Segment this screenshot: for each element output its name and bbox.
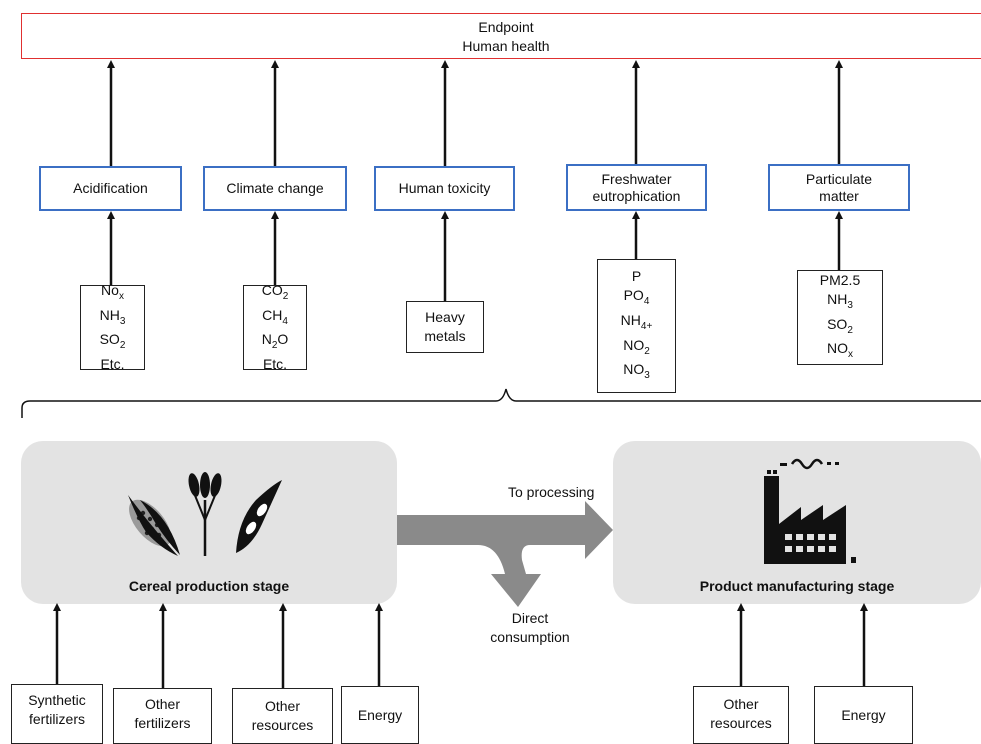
input-manufacturing-energy: Energy xyxy=(814,686,913,744)
arrows-to-endpoint xyxy=(107,60,843,166)
cereal-stage-box xyxy=(21,441,397,604)
substance-item: NH3 xyxy=(827,290,853,311)
flow-label-line: consumption xyxy=(490,629,570,645)
bean-pod-icon xyxy=(236,480,282,553)
input-synthetic-fertilizers: Synthetic fertilizers xyxy=(11,684,103,744)
cereal-stage-label: Cereal production stage xyxy=(128,578,290,594)
input-label: Other xyxy=(144,696,180,712)
input-other-resources: Other resources xyxy=(232,688,333,744)
substance-item: Heavy xyxy=(425,309,465,325)
input-manufacturing-other-resources: Other resources xyxy=(693,686,789,744)
substance-item: N2O xyxy=(261,331,289,352)
category-freshwater-eutrophication: Freshwater eutrophication xyxy=(566,164,707,211)
input-other-fertilizers: Other fertilizers xyxy=(113,688,212,744)
category-label: eutrophication xyxy=(592,187,681,204)
corn-icon xyxy=(128,495,180,556)
to-processing-label: To processing xyxy=(508,484,595,500)
input-label: fertilizers xyxy=(28,711,85,727)
input-label: Other xyxy=(723,696,759,712)
endpoint-box: Endpoint Human health xyxy=(21,13,981,59)
category-label: Particulate xyxy=(805,170,873,187)
direct-consumption-label: Direct consumption xyxy=(470,609,590,647)
substances-particulate-matter: PM2.5 NH3 SO2 NOx xyxy=(797,270,883,365)
input-label: resources xyxy=(251,717,314,733)
input-arrows xyxy=(53,603,868,688)
input-label: Energy xyxy=(841,706,886,723)
substance-item: PM2.5 xyxy=(819,271,861,288)
substance-item: CH4 xyxy=(262,306,288,327)
flow-label-line: Direct xyxy=(511,610,549,626)
category-human-toxicity: Human toxicity xyxy=(374,166,515,211)
substance-item: Etc. xyxy=(100,356,125,373)
substance-item: SO2 xyxy=(827,315,853,336)
category-acidification: Acidification xyxy=(39,166,182,211)
substance-item: NO2 xyxy=(623,336,650,357)
substance-item: P xyxy=(631,267,642,284)
endpoint-subtitle: Human health xyxy=(462,38,550,54)
substances-climate-change: CO2 CH4 N2O Etc. xyxy=(243,282,307,372)
category-label: Climate change xyxy=(226,180,324,196)
category-label: Human toxicity xyxy=(398,180,491,196)
substance-item: Etc. xyxy=(262,356,288,373)
grouping-brace xyxy=(21,388,981,418)
input-energy: Energy xyxy=(341,686,419,744)
wheat-icon xyxy=(188,472,222,556)
category-particulate-matter: Particulate matter xyxy=(768,164,910,211)
input-label: Other xyxy=(264,698,300,714)
input-label: fertilizers xyxy=(134,715,191,731)
arrows-to-categories xyxy=(107,211,843,301)
input-label: resources xyxy=(710,715,772,731)
factory-icon xyxy=(764,458,856,564)
category-label: matter xyxy=(819,187,859,204)
substance-item: SO2 xyxy=(99,331,126,352)
manufacturing-stage-label: Product manufacturing stage xyxy=(699,578,895,594)
substance-item: NH3 xyxy=(99,306,126,327)
substance-item: metals xyxy=(424,328,466,344)
substance-item: NO3 xyxy=(623,361,650,382)
input-label: Synthetic xyxy=(28,692,86,708)
category-label: Acidification xyxy=(73,180,148,196)
substances-human-toxicity: Heavy metals xyxy=(406,301,484,353)
flow-arrow xyxy=(397,501,613,607)
substance-item: CO2 xyxy=(261,281,289,302)
category-label: Freshwater xyxy=(601,170,672,187)
endpoint-title: Endpoint xyxy=(478,19,534,35)
substance-item: NOx xyxy=(827,340,853,361)
substances-eutrophication: P PO4 NH4+ NO2 NO3 xyxy=(597,259,676,393)
substance-item: PO4 xyxy=(623,286,650,307)
substances-acidification: Nox NH3 SO2 Etc. xyxy=(80,282,145,372)
input-label: Energy xyxy=(357,706,403,723)
substance-item: Nox xyxy=(101,281,124,302)
substance-item: NH4+ xyxy=(620,311,653,332)
category-climate-change: Climate change xyxy=(203,166,347,211)
